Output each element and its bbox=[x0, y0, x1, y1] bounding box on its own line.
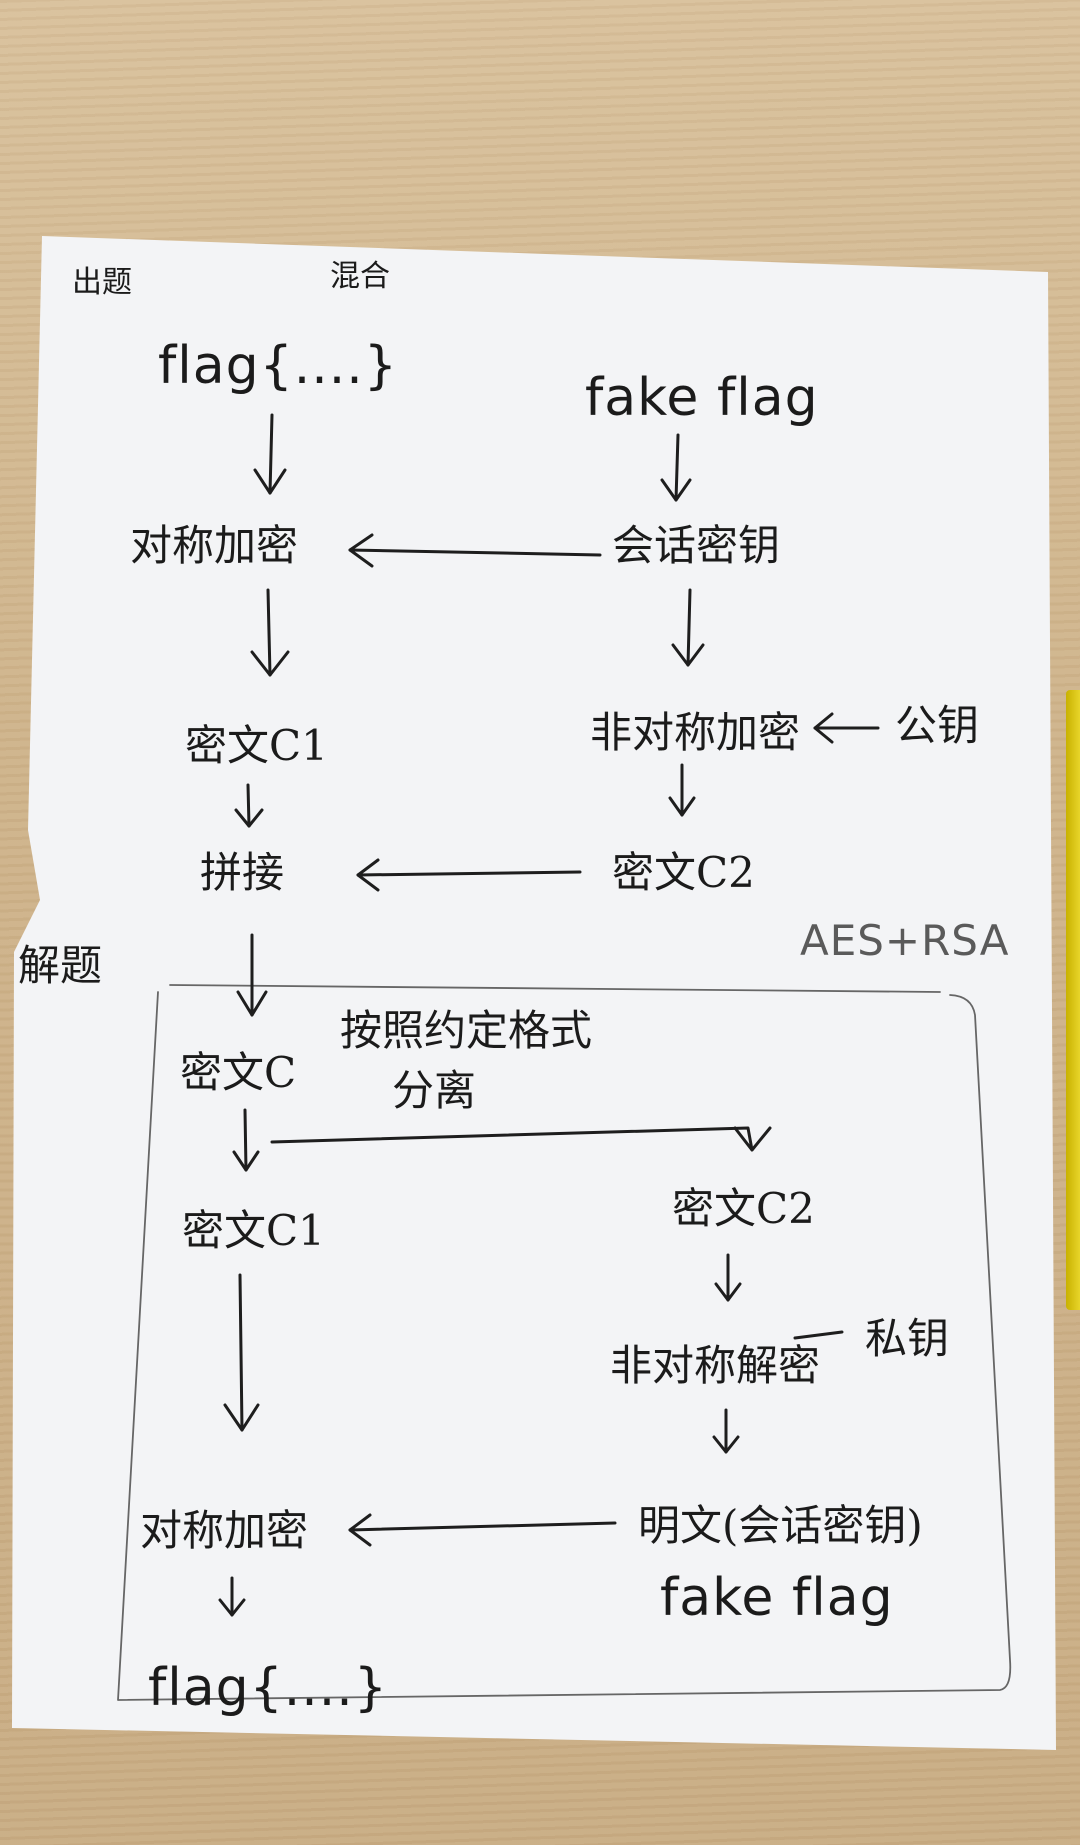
arrow-c1-to-concat bbox=[246, 783, 251, 828]
arrowhead-asym-decrypt-to-plain bbox=[712, 1435, 740, 1454]
aes-rsa-label: AES+RSA bbox=[800, 916, 1010, 965]
arrow-c-to-c2 bbox=[270, 1126, 754, 1152]
split-note: 分离 bbox=[392, 1066, 477, 1115]
session-key-top-node: 会话密钥 bbox=[612, 521, 781, 570]
solve-box-outline bbox=[117, 991, 1012, 1701]
plaintext-session-key-node: 明文(会话密钥) bbox=[638, 1501, 923, 1550]
arrow-session-to-asym bbox=[686, 588, 692, 667]
arrow-session-to-encrypt bbox=[348, 548, 602, 557]
arrow-plain-to-sym-decrypt bbox=[348, 1521, 617, 1532]
arrowhead-flag-to-encrypt bbox=[253, 468, 287, 495]
split-format-note: 按照约定格式 bbox=[340, 1006, 593, 1055]
solve-section-label: 解题 bbox=[18, 941, 103, 990]
arrowhead-sym-decrypt-to-flag bbox=[218, 1598, 246, 1617]
private-key-label: 私钥 bbox=[865, 1314, 950, 1363]
asymmetric-encrypt-node: 非对称加密 bbox=[590, 708, 801, 757]
arrowhead-session-to-encrypt bbox=[348, 533, 374, 568]
setup-section-label: 出题 bbox=[72, 265, 132, 300]
arrowhead-c2-to-concat bbox=[356, 858, 380, 892]
arrowhead-c2-to-asym-decrypt bbox=[714, 1282, 742, 1302]
public-key-label: 公钥 bbox=[895, 701, 980, 750]
arrow-c-to-c1 bbox=[243, 1108, 248, 1172]
paper-shape bbox=[12, 236, 1056, 1750]
symmetric-encrypt-top-node: 对称加密 bbox=[130, 521, 299, 570]
arrowhead-c-to-c1 bbox=[232, 1150, 260, 1172]
cipher-c-node: 密文C bbox=[180, 1048, 297, 1097]
fake-flag-top-node: fake flag bbox=[585, 368, 819, 428]
cipher-c1-top-node: 密文C1 bbox=[185, 721, 328, 770]
fake-flag-bottom-node: fake flag bbox=[660, 1568, 894, 1628]
arrow-c2-to-concat bbox=[356, 870, 582, 877]
arrow-fake-to-session bbox=[674, 433, 680, 502]
concat-node: 拼接 bbox=[200, 848, 285, 897]
arrowhead-encrypt-to-c1 bbox=[250, 650, 290, 677]
mix-label: 混合 bbox=[330, 259, 390, 294]
flag-top-node: flag{....} bbox=[158, 336, 398, 396]
arrowhead-c-to-c2 bbox=[733, 1126, 772, 1152]
cipher-c1-bottom-node: 密文C1 bbox=[182, 1206, 325, 1255]
arrowhead-c1-to-concat bbox=[234, 808, 264, 828]
arrowhead-pubkey-to-asym bbox=[813, 712, 834, 744]
arrowhead-c1-to-sym-decrypt bbox=[223, 1403, 260, 1432]
cipher-c2-top-node: 密文C2 bbox=[612, 848, 755, 897]
arrow-encrypt-to-c1 bbox=[266, 588, 272, 677]
flag-bottom-node: flag{....} bbox=[148, 1658, 388, 1718]
section-divider-line bbox=[169, 984, 941, 993]
arrowhead-plain-to-sym-decrypt bbox=[348, 1513, 372, 1547]
asymmetric-decrypt-node: 非对称解密 bbox=[610, 1341, 821, 1390]
arrowhead-asym-to-c2 bbox=[668, 796, 696, 817]
arrow-flag-to-encrypt bbox=[268, 413, 274, 495]
symmetric-encrypt-bottom-node: 对称加密 bbox=[140, 1506, 309, 1555]
arrowhead-fake-to-session bbox=[660, 478, 692, 502]
yellow-object-edge bbox=[1066, 690, 1080, 1310]
arrow-c1-to-sym-decrypt bbox=[238, 1273, 244, 1432]
arrowhead-session-to-asym bbox=[671, 643, 705, 667]
arrowhead-concat-to-c bbox=[236, 990, 268, 1017]
cipher-c2-bottom-node: 密文C2 bbox=[672, 1184, 815, 1233]
arrow-privkey-to-asym-decrypt bbox=[793, 1330, 844, 1340]
